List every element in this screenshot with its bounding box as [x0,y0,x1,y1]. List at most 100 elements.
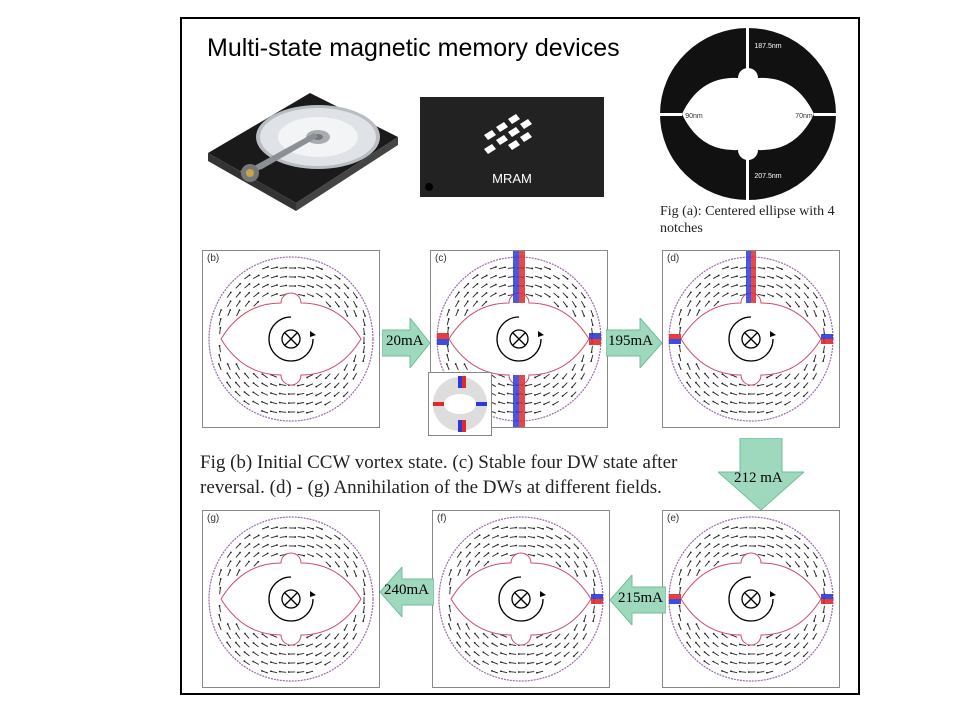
magnetization-arrow [343,552,349,558]
magnetization-arrow [803,373,809,379]
magnetization-arrow [261,535,269,539]
magnetization-arrow [492,552,498,558]
arrow-head [531,294,534,297]
arrow-head [276,544,278,546]
magnetization-arrow [730,401,738,405]
magnetization-arrow [678,363,682,371]
magnetization-arrow [306,652,314,656]
arrow-head [703,641,706,644]
arrow-head [485,292,488,294]
arrow-head [363,342,365,345]
magnetization-arrow [447,345,449,353]
magnetization-arrow [813,560,817,568]
arrow-head [508,652,511,655]
core-cross [514,592,528,606]
magnetization-arrow [721,383,729,387]
magnetization-arrow [353,363,357,371]
arrow-head [457,309,460,311]
arrow-head [726,552,729,555]
arrow-head [266,543,269,546]
magnetization-arrow [813,300,817,308]
magnetization-arrow [261,410,269,414]
magnetization-arrow [803,391,809,397]
arrow-head [781,528,783,531]
arrow-head [815,575,818,577]
magnetization-arrow [766,634,774,638]
arrow-head [491,660,493,663]
magnetization-arrow [678,569,682,577]
magnetization-arrow [722,373,728,379]
magnetization-arrow [235,552,241,558]
magnetization-arrow [500,661,508,665]
magnetization-arrow [687,309,691,317]
arrow-head [772,527,774,530]
arrow-head [678,344,681,347]
arrow-head [756,653,759,656]
arrow-head [333,395,336,397]
magnetization-arrow [253,301,259,307]
magnetization-arrow [334,633,340,639]
magnetization-arrow [739,276,747,278]
arrow-head [678,614,681,616]
magnetization-arrow [235,543,241,549]
arrow-head [542,527,544,530]
magnetization-arrow [730,266,738,270]
arrow-head [686,632,689,635]
magnetization-arrow [721,643,729,647]
arrow-head [704,372,706,375]
magnetization-arrow [562,382,568,388]
magnetization-arrow [500,652,508,656]
magnetization-arrow [546,552,552,558]
magnetization-arrow [580,292,586,298]
arrow-head [679,317,682,320]
magnetization-arrow [481,301,487,307]
arrow-head [248,551,251,554]
core-cross [744,592,758,606]
arrow-head [448,604,451,607]
arrow-head [269,410,272,413]
arrow-head [756,644,759,647]
arrow-head [576,565,579,568]
arrow-head [766,636,769,639]
arrow-head [689,551,692,554]
magnetization-arrow [509,662,517,664]
magnetization-arrow [457,569,461,577]
magnetization-arrow [279,536,287,538]
ccw-vortex-arrow-icon [268,316,314,362]
domain-wall [437,333,449,339]
arrow-head [812,629,815,631]
magnetization-arrow [498,392,506,396]
arrow-head [506,383,509,386]
arrow-head [252,642,255,644]
arrow-head [543,403,545,406]
arrow-head [498,382,500,385]
magnetization-arrow [325,373,331,379]
magnetization-arrow [362,569,366,577]
magnetization-arrow [261,383,269,387]
magnetization-arrow [474,651,480,657]
magnetization-arrow [235,301,241,307]
magnetization-arrow [315,392,323,396]
arrow-head [449,586,452,589]
magnetization-arrow [553,391,559,397]
magnetization-arrow [449,605,451,613]
arrow-head [542,537,544,539]
magnetization-arrow [730,670,738,674]
arrow-head [229,551,232,554]
magnetization-arrow [491,661,499,665]
core-cross [284,332,298,346]
magnetization-arrow [270,293,278,297]
arrow-head [756,411,759,414]
magnetization-arrow [730,410,738,414]
arrow-head [680,309,683,311]
arrow-head [257,292,260,294]
arrow-d-to-e: 212 mA [718,438,804,510]
arrow-head [363,584,366,587]
magnetization-arrow [525,267,533,269]
arrow-head [355,296,358,299]
magnetization-arrow [297,383,305,387]
arrow-head [234,390,237,393]
magnetization-arrow [334,391,340,397]
arrow-head [729,410,732,413]
magnetization-arrow [244,561,250,567]
